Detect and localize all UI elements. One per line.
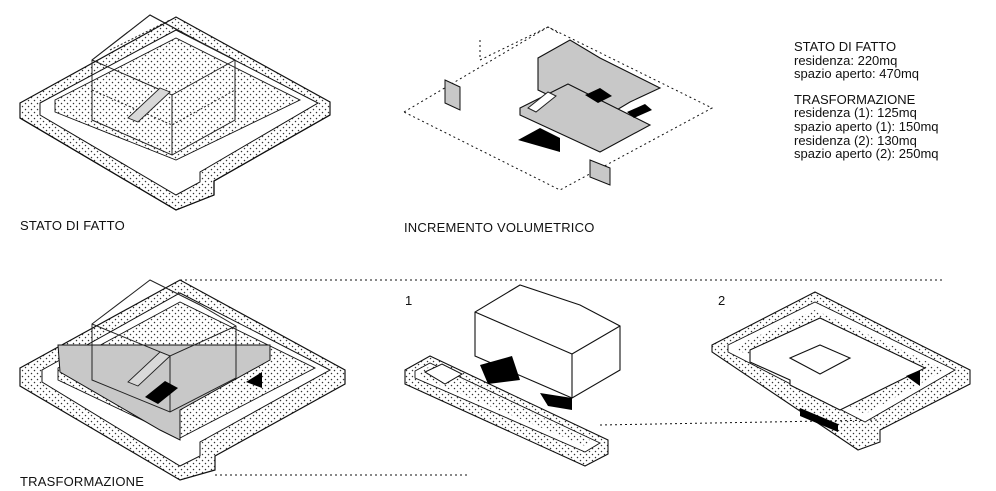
legend-stato-line-1: residenza: 220mq — [794, 52, 898, 68]
house-2-volume — [749, 317, 927, 411]
car-icon — [423, 363, 464, 385]
connector-lines — [180, 279, 945, 476]
stato-di-fatto-drawing — [19, 14, 331, 211]
trasformazione-drawing — [19, 279, 346, 481]
legend-trasformazione-heading: TRASFORMAZIONE — [794, 91, 916, 107]
legend-trasf-line-4: spazio aperto (2): 250mq — [794, 146, 939, 162]
legend-trasf-line-3: residenza (2): 130mq — [794, 132, 917, 148]
house-volume — [91, 14, 236, 156]
legend-trasf-line-2: spazio aperto (1): 150mq — [794, 118, 939, 134]
option-1-drawing — [404, 284, 621, 467]
caption-trasformazione: TRASFORMAZIONE — [20, 474, 145, 489]
option-2-drawing — [711, 291, 971, 451]
caption-stato-di-fatto: STATO DI FATTO — [20, 218, 125, 233]
legend-stato-heading: STATO DI FATTO — [794, 39, 897, 54]
option-2-number: 2 — [718, 293, 726, 308]
caption-incremento-volumetrico: INCREMENTO VOLUMETRICO — [404, 220, 595, 235]
area-legend: STATO DI FATTO residenza: 220mq spazio a… — [794, 40, 939, 173]
legend-trasformazione-block: TRASFORMAZIONE residenza (1): 125mq spaz… — [794, 93, 939, 161]
option-1-number: 1 — [405, 293, 413, 308]
legend-stato-block: STATO DI FATTO residenza: 220mq spazio a… — [794, 40, 939, 81]
incremento-drawing — [402, 26, 714, 191]
legend-trasf-line-1: residenza (1): 125mq — [794, 105, 917, 121]
legend-stato-line-2: spazio aperto: 470mq — [794, 66, 920, 82]
